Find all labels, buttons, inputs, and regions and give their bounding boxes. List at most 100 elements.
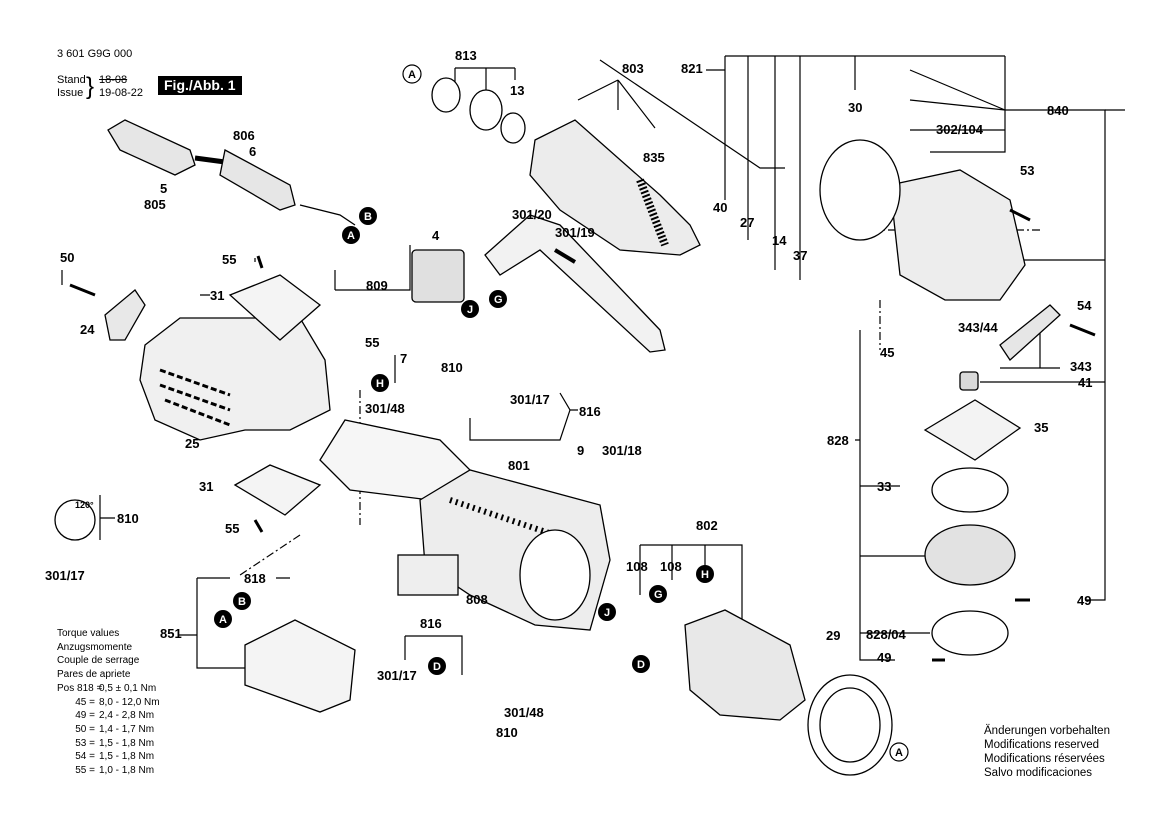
label-301-17-a: 301/17 bbox=[510, 392, 550, 407]
housing-vents bbox=[159, 368, 231, 427]
label-27: 27 bbox=[740, 215, 754, 230]
label-828: 828 bbox=[827, 433, 849, 448]
label-55-b: 55 bbox=[365, 335, 379, 350]
torque-row: 53 =1,5 - 1,8 Nm bbox=[75, 737, 155, 749]
label-49-b: 49 bbox=[877, 650, 891, 665]
label-30: 30 bbox=[848, 100, 862, 115]
torque-row: 54 =1,5 - 1,8 Nm bbox=[75, 751, 155, 763]
shroud-inner bbox=[819, 687, 881, 763]
stand-label: Stand bbox=[57, 74, 86, 86]
spring-810 bbox=[54, 499, 96, 541]
motor-housing-25 bbox=[139, 317, 331, 441]
label-55-a: 55 bbox=[222, 252, 236, 267]
issue-label: Issue bbox=[57, 87, 84, 99]
leader-828 bbox=[855, 330, 940, 661]
label-301-17-b: 301/17 bbox=[45, 568, 85, 583]
svg-text:D: D bbox=[433, 661, 441, 673]
label-301-20: 301/20 bbox=[512, 207, 552, 222]
rail-301-20 bbox=[484, 214, 666, 353]
label-343: 343 bbox=[1070, 359, 1092, 374]
label-31-a: 31 bbox=[210, 288, 224, 303]
cord-end bbox=[299, 204, 356, 226]
label-40: 40 bbox=[713, 200, 727, 215]
brace-glyph: } bbox=[86, 73, 95, 100]
leader-821 bbox=[706, 55, 1106, 601]
label-54: 54 bbox=[1077, 298, 1092, 313]
label-828-04: 828/04 bbox=[866, 627, 907, 642]
callout-h-2: H bbox=[696, 565, 714, 583]
callout-h-1: H bbox=[371, 374, 389, 392]
label-810-c: 810 bbox=[496, 725, 518, 740]
label-835: 835 bbox=[643, 150, 665, 165]
callout-g-2: G bbox=[649, 585, 667, 603]
callout-a-3: A bbox=[214, 610, 232, 628]
screws bbox=[69, 208, 1096, 662]
leader-840 bbox=[909, 69, 1006, 153]
leader-802 bbox=[639, 544, 743, 630]
label-851: 851 bbox=[160, 626, 182, 641]
svg-text:A: A bbox=[219, 614, 227, 626]
callout-j-1: J bbox=[461, 300, 479, 318]
label-821: 821 bbox=[681, 61, 703, 76]
svg-text:G: G bbox=[494, 294, 503, 306]
leader-835 bbox=[599, 59, 785, 169]
torque-heading-fr: Couple de serrage bbox=[57, 655, 140, 667]
svg-text:H: H bbox=[376, 378, 384, 390]
label-301-18: 301/18 bbox=[602, 443, 642, 458]
label-37: 37 bbox=[793, 248, 807, 263]
document-number: 3 601 G9G 000 bbox=[57, 48, 133, 60]
label-803: 803 bbox=[622, 61, 644, 76]
leader-809 bbox=[334, 245, 411, 291]
svg-text:A: A bbox=[895, 747, 903, 759]
bushing-41 bbox=[959, 371, 979, 391]
cap-31-bottom bbox=[233, 464, 322, 516]
label-806: 806 bbox=[233, 128, 255, 143]
label-45: 45 bbox=[880, 345, 894, 360]
label-801: 801 bbox=[508, 458, 530, 473]
label-840: 840 bbox=[1047, 103, 1069, 118]
label-816-b: 816 bbox=[420, 616, 442, 631]
cord-wire bbox=[194, 155, 226, 165]
housing-opening bbox=[519, 529, 591, 621]
torque-heading-de: Anzugsmomente bbox=[57, 641, 133, 653]
switch-4 bbox=[411, 249, 465, 303]
svg-text:J: J bbox=[467, 304, 473, 316]
label-301-19: 301/19 bbox=[555, 225, 595, 240]
leader-343 bbox=[1000, 330, 1060, 369]
label-808 bbox=[397, 554, 459, 596]
flange-24 bbox=[104, 289, 146, 341]
bearing-813 bbox=[469, 89, 503, 131]
label-108-b: 108 bbox=[660, 559, 682, 574]
cord-sleeve-6 bbox=[219, 149, 296, 211]
label-816-a: 816 bbox=[579, 404, 601, 419]
figure-badge: Fig./Abb. 1 bbox=[158, 76, 242, 95]
svg-text:G: G bbox=[654, 589, 663, 601]
stator-802 bbox=[684, 609, 806, 721]
label-813: 813 bbox=[455, 48, 477, 63]
leader-803 bbox=[577, 79, 656, 129]
label-53: 53 bbox=[1020, 163, 1034, 178]
label-33: 33 bbox=[877, 479, 891, 494]
guard-30 bbox=[819, 139, 901, 241]
leader-813 bbox=[454, 67, 516, 90]
label-41: 41 bbox=[1078, 375, 1092, 390]
label-49-a: 49 bbox=[1077, 593, 1091, 608]
torque-row: 49 =2,4 - 2,8 Nm bbox=[75, 710, 155, 722]
label-302-104: 302/104 bbox=[936, 122, 984, 137]
label-301-48-a: 301/48 bbox=[365, 401, 405, 416]
label-108-a: 108 bbox=[626, 559, 648, 574]
label-35: 35 bbox=[1034, 420, 1048, 435]
label-809: 809 bbox=[366, 278, 388, 293]
note-de: Änderungen vorbehalten bbox=[984, 725, 1110, 737]
note-en: Modifications reserved bbox=[984, 739, 1100, 751]
label-808: 808 bbox=[466, 592, 488, 607]
torque-row: 45 =8,0 - 12,0 Nm bbox=[75, 696, 160, 708]
callout-a-2: A bbox=[342, 226, 360, 244]
svg-text:B: B bbox=[364, 211, 372, 223]
plug-5 bbox=[107, 119, 196, 176]
svg-text:A: A bbox=[347, 230, 355, 242]
label-818: 818 bbox=[244, 571, 266, 586]
svg-text:D: D bbox=[637, 659, 645, 671]
torque-heading-en: Torque values bbox=[57, 628, 120, 639]
